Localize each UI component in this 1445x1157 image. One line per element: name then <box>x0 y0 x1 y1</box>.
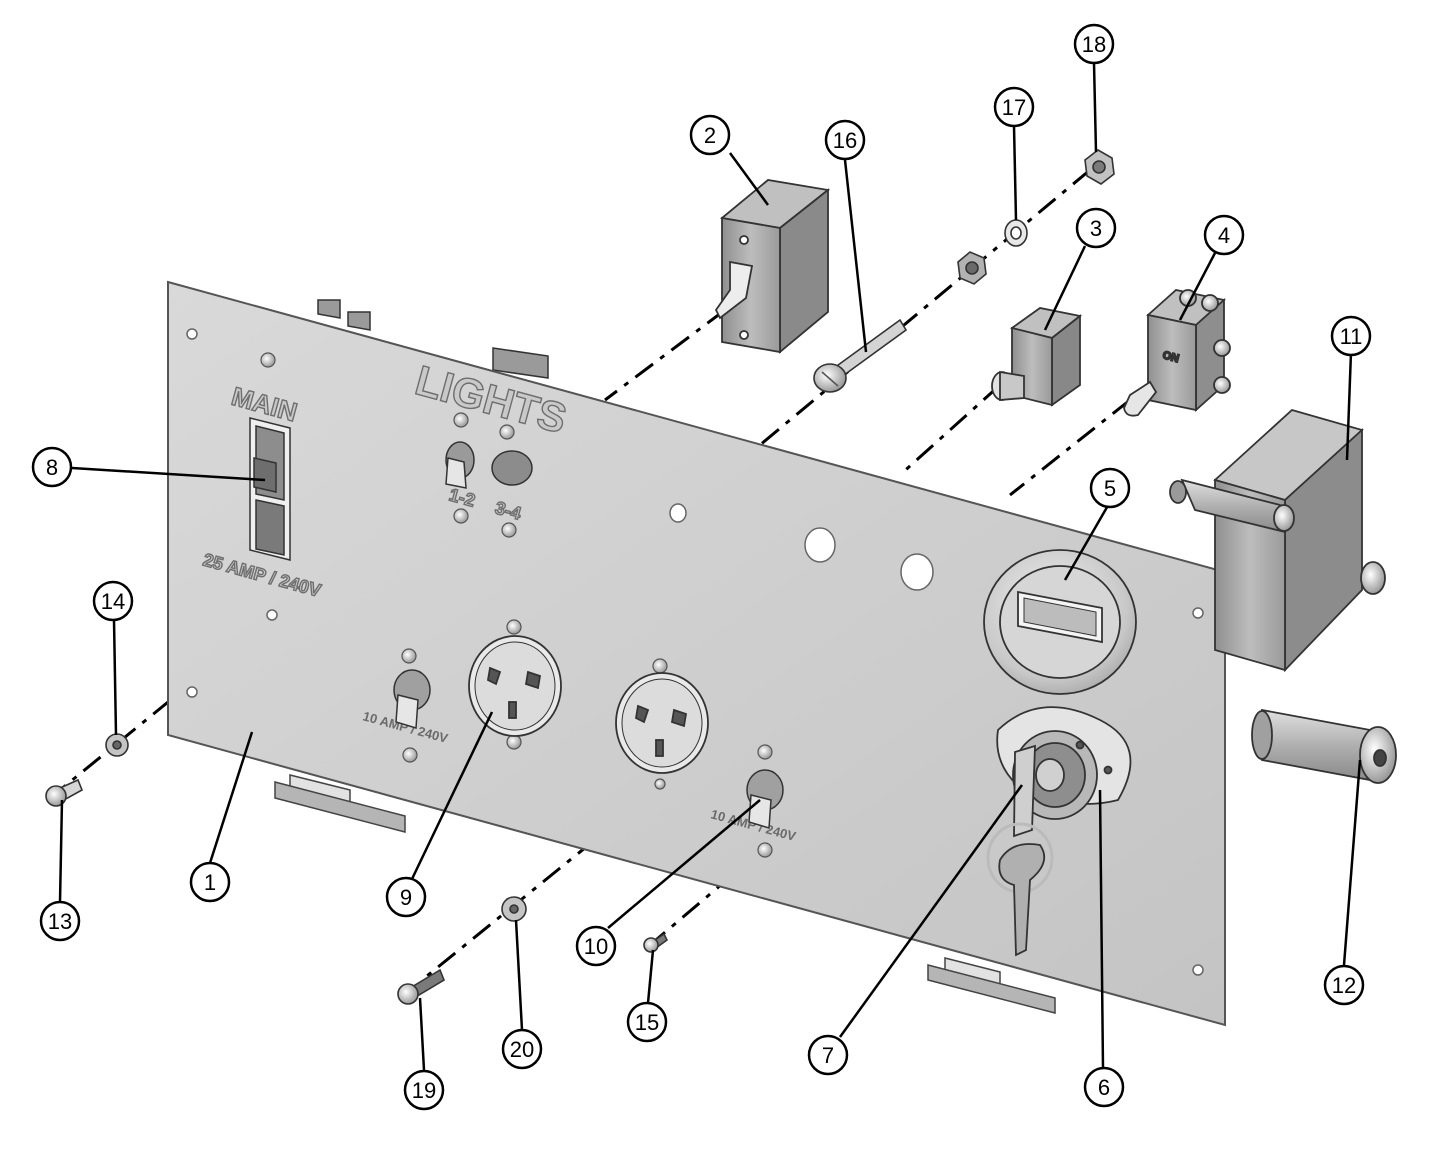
face-plate <box>167 280 1226 1027</box>
callout-7: 7 <box>807 1034 849 1076</box>
callout-circle <box>403 1069 445 1111</box>
callout-circle <box>1203 214 1245 256</box>
toggle-switch: ON <box>1123 289 1231 417</box>
screw-15 <box>643 932 669 953</box>
callout-circle <box>385 876 427 918</box>
callout-11: 11 <box>1330 315 1372 357</box>
callout-10: 10 <box>575 925 617 967</box>
callout-circle <box>626 1001 668 1043</box>
callout-number: 14 <box>101 589 125 614</box>
power-outlet-right <box>615 672 709 774</box>
callout-circle <box>189 861 231 903</box>
callout-circle <box>1083 1066 1125 1108</box>
callout-circle <box>1075 207 1117 249</box>
callout-5: 5 <box>1089 467 1131 509</box>
callout-number: 18 <box>1082 32 1106 57</box>
callout-circle <box>1089 467 1131 509</box>
callout-number: 7 <box>822 1043 834 1068</box>
callout-circle <box>92 580 134 622</box>
callout-6: 6 <box>1083 1066 1125 1108</box>
rear-tabs <box>317 299 549 379</box>
callout-2: 2 <box>689 114 731 156</box>
washer-17 <box>1004 219 1028 247</box>
fuse-holder <box>1251 708 1397 784</box>
lights-switch <box>445 441 533 489</box>
callout-number: 13 <box>48 909 72 934</box>
rear-enclosure <box>1169 408 1386 673</box>
screw-19 <box>397 968 445 1005</box>
washer-14 <box>105 733 129 757</box>
callout-4: 4 <box>1203 214 1245 256</box>
callout-1: 1 <box>189 861 231 903</box>
callout-number: 3 <box>1090 216 1102 241</box>
callout-number: 6 <box>1098 1075 1110 1100</box>
callout-circle <box>575 925 617 967</box>
callout-12: 12 <box>1323 964 1365 1006</box>
callout-number: 16 <box>833 128 857 153</box>
callout-number: 4 <box>1218 223 1230 248</box>
callout-9: 9 <box>385 876 427 918</box>
ignition-switch <box>986 706 1132 957</box>
callout-number: 5 <box>1104 476 1116 501</box>
callout-number: 1 <box>204 870 216 895</box>
long-bolt <box>813 318 908 393</box>
screw-13 <box>45 778 84 807</box>
callout-number: 11 <box>1340 324 1363 349</box>
outlet-switch-right <box>746 769 784 829</box>
nut-18 <box>1084 149 1115 185</box>
circuit-breaker <box>714 179 831 354</box>
callout-number: 10 <box>584 934 608 959</box>
callout-circle <box>1330 315 1372 357</box>
callout-number: 2 <box>704 123 716 148</box>
power-outlet-left <box>468 635 562 737</box>
callout-19: 19 <box>403 1069 445 1111</box>
main-breaker <box>249 417 291 561</box>
callout-circle <box>689 114 731 156</box>
callout-number: 8 <box>46 455 58 480</box>
leader-lines <box>58 62 1362 1071</box>
outlet-switch-left <box>393 669 431 729</box>
callout-number: 9 <box>400 885 412 910</box>
callout-circle <box>993 86 1035 128</box>
callout-number: 17 <box>1002 95 1026 120</box>
callout-8: 8 <box>31 446 73 488</box>
callout-circle <box>1323 964 1365 1006</box>
callout-14: 14 <box>92 580 134 622</box>
toggle-on-label: ON <box>1161 349 1180 365</box>
callout-18: 18 <box>1073 23 1115 65</box>
callout-circle <box>501 1028 543 1070</box>
nut-16b <box>957 251 987 285</box>
callout-number: 15 <box>635 1010 659 1035</box>
callout-circle <box>31 446 73 488</box>
callout-20: 20 <box>501 1028 543 1070</box>
callout-circle <box>39 900 81 942</box>
callout-17: 17 <box>993 86 1035 128</box>
washer-20 <box>501 896 527 922</box>
callout-circle <box>807 1034 849 1076</box>
callout-circle <box>824 119 866 161</box>
callout-number: 12 <box>1332 973 1356 998</box>
callout-3: 3 <box>1075 207 1117 249</box>
push-button-switch <box>991 307 1083 407</box>
hour-meter <box>983 549 1137 695</box>
bottom-brackets <box>274 774 1056 1014</box>
panel-screws <box>260 352 773 858</box>
callout-circle <box>1073 23 1115 65</box>
callout-16: 16 <box>824 119 866 161</box>
callout-number: 19 <box>412 1078 436 1103</box>
callout-number: 20 <box>510 1037 534 1062</box>
callout-13: 13 <box>39 900 81 942</box>
callout-15: 15 <box>626 1001 668 1043</box>
